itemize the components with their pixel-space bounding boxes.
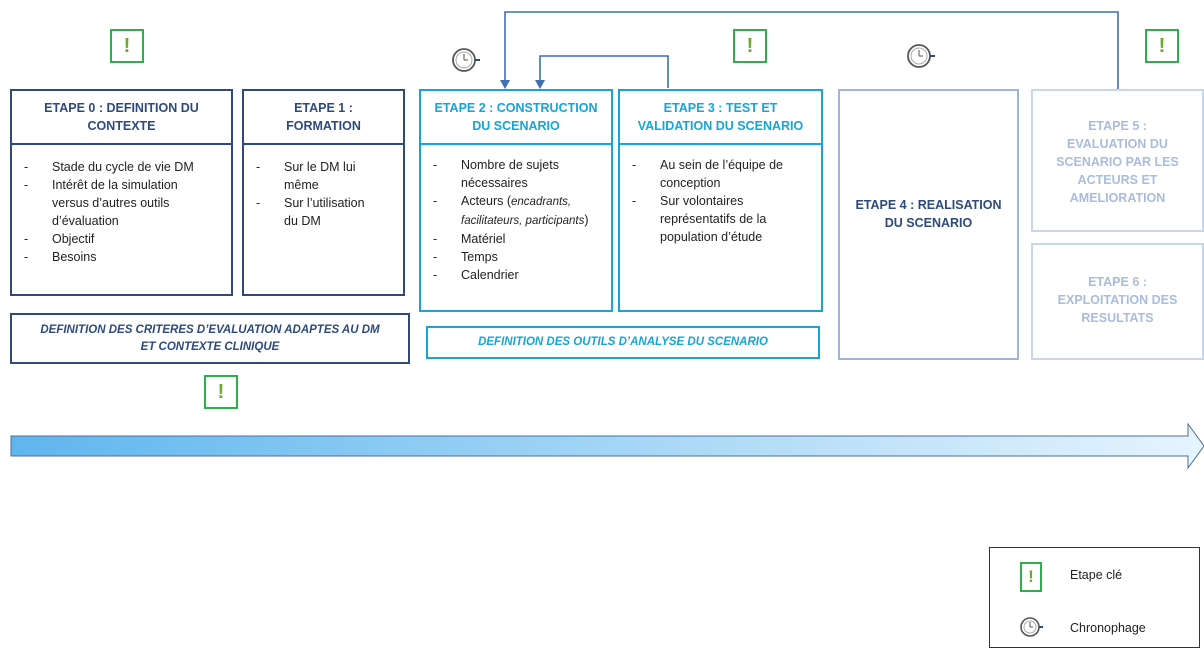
key-step-icon: !: [204, 375, 238, 409]
analysis-tools-band: DEFINITION DES OUTILS D’ANALYSE DU SCENA…: [426, 326, 820, 359]
loop-arrow-step5-to-step2: [504, 11, 1119, 90]
list-item: Stade du cycle de vie DM: [16, 158, 216, 176]
list-item: Matériel: [425, 230, 601, 248]
loop-arrow-step3-to-step2: [539, 55, 669, 88]
legend: ! Etape clé Chronophage: [989, 547, 1200, 648]
step-3-list: Au sein de l’équipe de conception Sur vo…: [624, 156, 810, 246]
key-step-icon: !: [733, 29, 767, 63]
step-1-list: Sur le DM lui même Sur l’utilisation du …: [248, 158, 376, 230]
step-5-box: ETAPE 5 : EVALUATION DU SCENARIO PAR LES…: [1031, 89, 1204, 232]
list-item: Calendrier: [425, 266, 601, 284]
list-item: Acteurs (encadrants, facilitateurs, part…: [425, 192, 601, 230]
step-6-title: ETAPE 6 : EXPLOITATION DES RESULTATS: [1057, 275, 1178, 325]
clock-icon: [1020, 617, 1043, 637]
clock-icon: [452, 48, 480, 72]
criteria-definition-band: DEFINITION DES CRITERES D’EVALUATION ADA…: [10, 313, 410, 364]
list-item: Au sein de l’équipe de conception: [624, 156, 810, 192]
key-step-icon: !: [1020, 562, 1042, 592]
list-item: Sur volontaires représentatifs de la pop…: [624, 192, 810, 246]
legend-key-step-label: Etape clé: [1070, 568, 1123, 582]
list-item: Sur l’utilisation du DM: [248, 194, 376, 230]
step-6-box: ETAPE 6 : EXPLOITATION DES RESULTATS: [1031, 243, 1204, 360]
step-5-title: ETAPE 5 : EVALUATION DU SCENARIO PAR LES…: [1056, 119, 1179, 205]
list-item: Intérêt de la simulation versus d’autres…: [16, 176, 216, 230]
key-step-icon: !: [1145, 29, 1179, 63]
list-item: Nombre de sujets nécessaires: [425, 156, 601, 192]
step-2-list: Nombre de sujets nécessaires Acteurs (en…: [425, 156, 601, 284]
list-item: Sur le DM lui même: [248, 158, 376, 194]
legend-time-consuming-label: Chronophage: [1070, 621, 1146, 635]
list-item: Besoins: [16, 248, 216, 266]
step-0-list: Stade du cycle de vie DM Intérêt de la s…: [16, 158, 216, 266]
timeline-arrow: [10, 422, 1204, 470]
step-1-title: ETAPE 1 :FORMATION: [244, 91, 403, 145]
step-1-box: ETAPE 1 :FORMATION Sur le DM lui même Su…: [242, 89, 405, 296]
list-item: Objectif: [16, 230, 216, 248]
list-item: Temps: [425, 248, 601, 266]
key-step-icon: !: [110, 29, 144, 63]
clock-icon: [907, 44, 935, 68]
